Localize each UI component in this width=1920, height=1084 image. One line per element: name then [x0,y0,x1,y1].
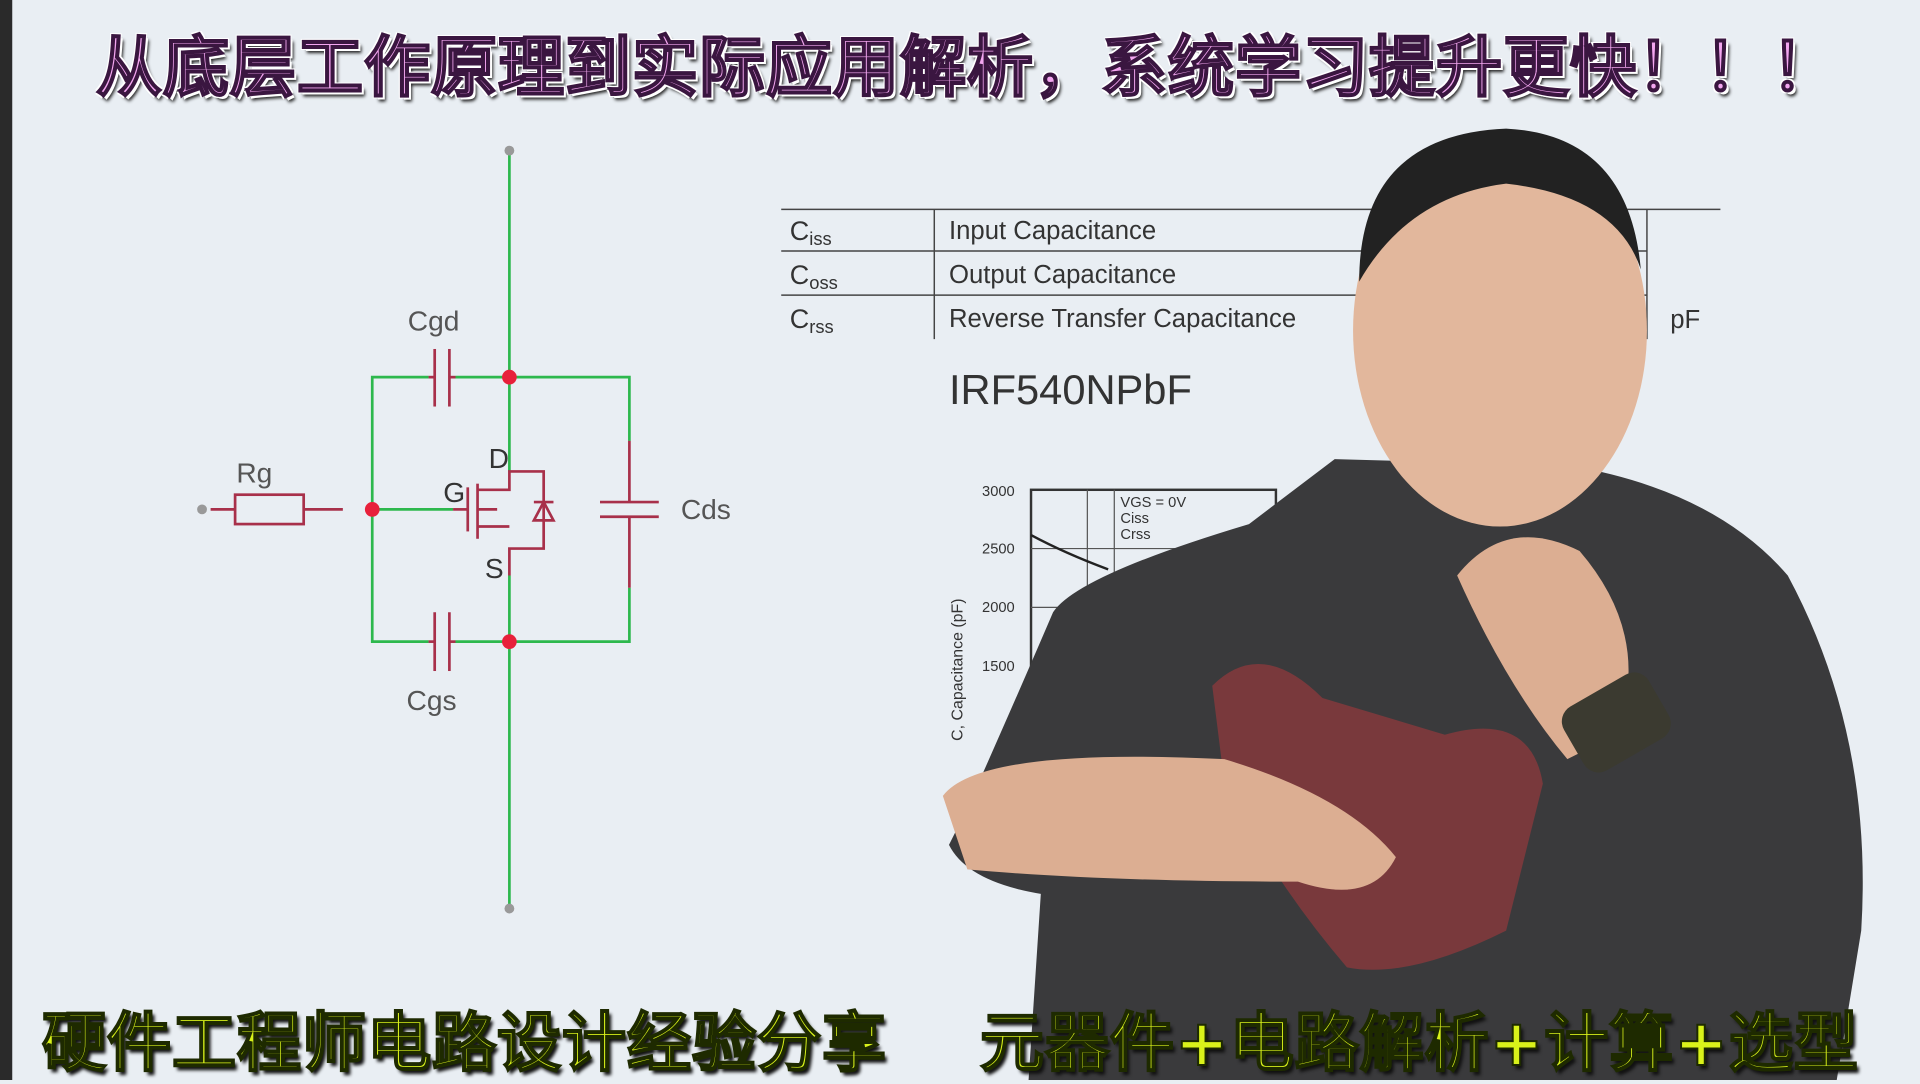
node [502,634,517,649]
legend-crss: Crss [1120,527,1150,543]
label-d: D [489,443,509,474]
label-cds: Cds [681,494,731,525]
row-symbol: Ciss [790,216,832,249]
node [364,502,380,517]
tick-label: 3000 [982,484,1015,500]
circuit-diagram [197,145,659,914]
part-number: IRF540NPbF [949,366,1192,413]
row-description: Reverse Transfer Capacitance [949,305,1296,333]
y-axis-label: C, Capacitance (pF) [949,598,966,740]
bottom-caption-left: 硬件工程师电路设计经验分享 [41,1006,887,1082]
legend-vgs: VGS = 0V [1120,495,1186,511]
bottom-caption-right: 元器件+电路解析+计算+选型 [979,1006,1859,1082]
row-description: Input Capacitance [949,217,1156,245]
label-cgd: Cgd [408,306,460,337]
label-rg: Rg [236,457,272,488]
node [502,369,517,385]
label-s: S [485,553,504,584]
unit: pF [1670,306,1700,334]
tick-label: 1500 [982,659,1015,675]
components [210,348,659,672]
legend-ciss: Ciss [1120,511,1149,527]
tick-label: 2500 [982,541,1015,557]
row-symbol: Coss [790,260,838,293]
row-symbol: Crss [790,304,834,337]
label-cgs: Cgs [407,685,457,716]
label-g: G [443,477,465,508]
tick-label: 2000 [982,600,1015,616]
presenter [942,128,1863,1080]
top-banner-caption: 从底层工作原理到实际应用解析，系统学习提升更快！！！ [95,28,1838,107]
row-description: Output Capacitance [949,261,1176,289]
ciss-curve [1030,534,1109,571]
